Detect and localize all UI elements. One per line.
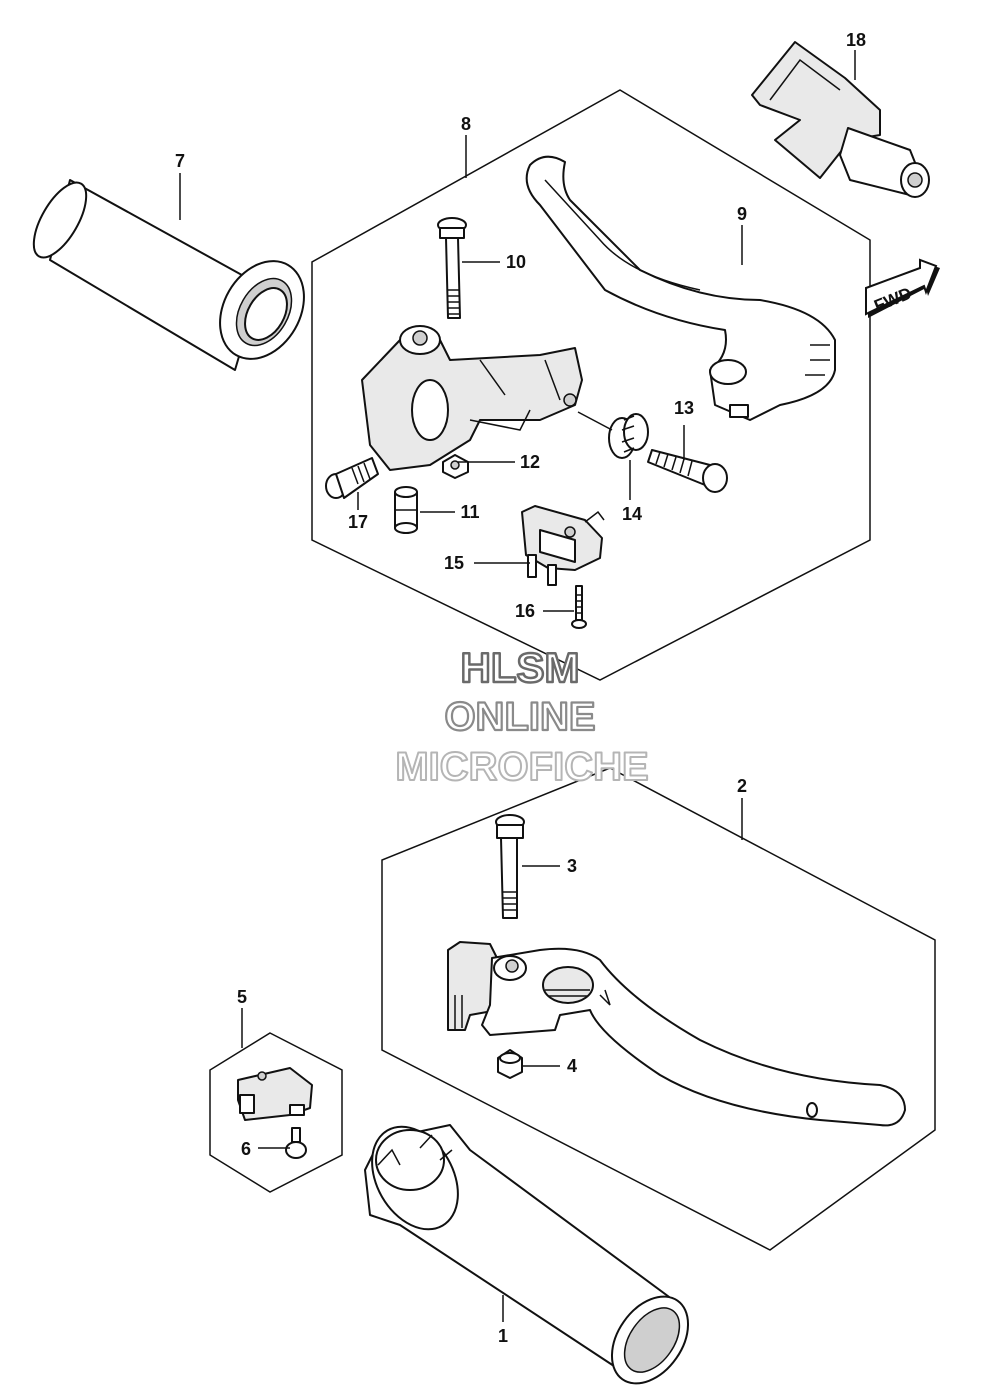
callout-9: 9 [737, 204, 747, 224]
callout-18: 18 [846, 30, 866, 50]
brake-lever-icon [447, 941, 906, 1127]
nut-12-icon [442, 454, 469, 479]
callout-15: 15 [444, 553, 464, 573]
callout-11: 11 [460, 502, 479, 522]
adjuster-wheel-icon [608, 413, 649, 459]
throttle-grip-icon [364, 1124, 690, 1385]
callout-10: 10 [506, 252, 526, 272]
callout-14: 14 [622, 504, 642, 524]
callout-1: 1 [498, 1326, 508, 1346]
callout-5: 5 [237, 987, 247, 1007]
adjuster-screw-icon [647, 449, 728, 493]
pivot-bolt-lower-icon [495, 814, 525, 919]
callout-12: 12 [520, 452, 540, 472]
callout-3: 3 [567, 856, 577, 876]
callout-4: 4 [567, 1056, 577, 1076]
watermark-line-2: ONLINE [444, 695, 595, 739]
watermark-line-1: HLSM [461, 644, 580, 691]
brake-switch-icon [237, 1067, 313, 1121]
callout-7: 7 [175, 151, 185, 171]
screw-6-icon [285, 1127, 307, 1159]
lower-assembly-frame [381, 767, 936, 1251]
upper-assembly-frame [311, 89, 871, 681]
callout-6: 6 [241, 1139, 251, 1159]
switch-assembly-frame [209, 1032, 343, 1193]
watermark: HLSM ONLINE MICROFICHE [394, 643, 649, 790]
callout-17: 17 [348, 512, 368, 532]
watermark-line-3: MICROFICHE [395, 745, 648, 789]
clutch-lever-icon [525, 155, 836, 421]
callout-13: 13 [674, 398, 694, 418]
lever-holder-icon [361, 325, 583, 471]
fwd-direction-badge: FWD [865, 258, 940, 318]
lever-guard-icon [751, 41, 930, 198]
callout-2: 2 [737, 776, 747, 796]
clutch-switch-icon [521, 505, 605, 586]
screw-17-icon [325, 457, 379, 499]
leader-lines [179, 50, 856, 1322]
callout-8: 8 [461, 114, 471, 134]
grip-left-icon [32, 179, 305, 371]
callouts: 1 2 3 4 5 6 7 8 9 10 11 12 13 14 15 16 1… [175, 30, 866, 1346]
nut-4-icon [497, 1049, 523, 1079]
collar-11-icon [394, 486, 418, 534]
pivot-bolt-icon [437, 217, 467, 319]
callout-16: 16 [515, 601, 535, 621]
screw-16-icon [571, 585, 587, 629]
